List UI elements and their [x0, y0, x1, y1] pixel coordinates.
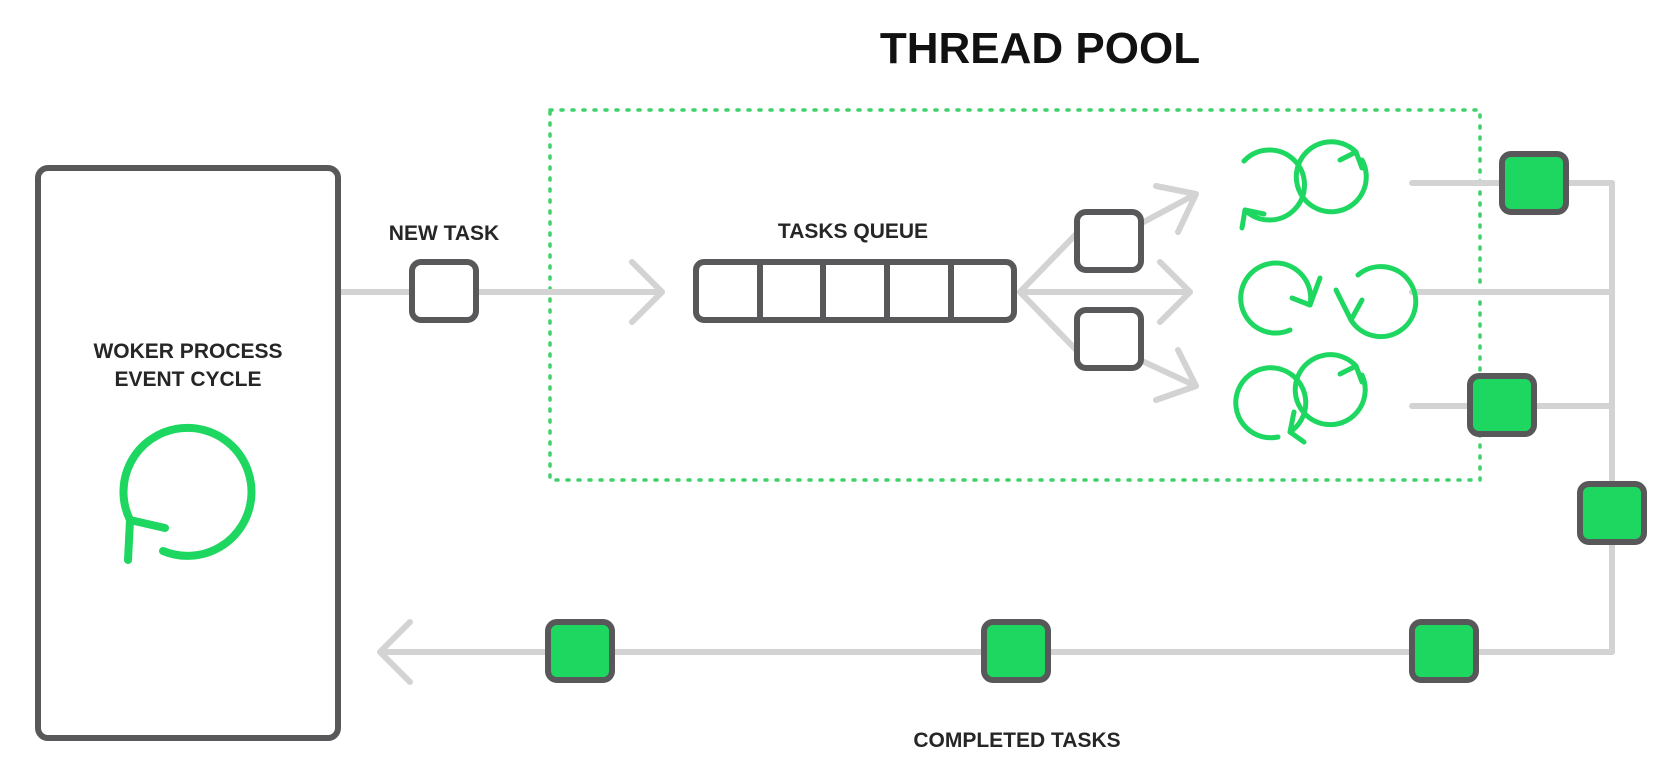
- worker-process-box: [35, 165, 341, 741]
- thread-refresh-icon: [1333, 264, 1419, 340]
- dispatched-task-box-lower: [1074, 307, 1144, 371]
- new-task-label: NEW TASK: [389, 222, 499, 245]
- fan-arrow-upper: [1137, 191, 1199, 227]
- arrowhead-middle: [1157, 259, 1193, 325]
- thread-refresh-icon: [1233, 365, 1309, 445]
- connectors: [335, 180, 1615, 685]
- fan-arrow-lower: [1137, 357, 1199, 389]
- arrowhead-return: [377, 619, 413, 685]
- completed-task-box: [1409, 619, 1479, 683]
- thread-icons: [1233, 139, 1419, 445]
- arrowhead-upper: [1153, 183, 1199, 235]
- thread-refresh-icon: [1292, 352, 1368, 428]
- thread-refresh-icon: [1293, 139, 1369, 215]
- dispatched-task-box-upper: [1074, 209, 1144, 273]
- thread-refresh-icon: [1238, 260, 1323, 336]
- completed-task-box: [1499, 151, 1569, 215]
- tasks-queue-frame: [693, 259, 1017, 323]
- completed-task-boxes: [545, 151, 1647, 683]
- event-cycle-refresh-icon: [119, 423, 256, 564]
- completed-tasks-label: COMPLETED TASKS: [913, 729, 1120, 752]
- tasks-queue-label: TASKS QUEUE: [778, 220, 928, 243]
- completed-task-box: [545, 619, 615, 683]
- worker-process-label: WOKER PROCESS: [93, 340, 282, 363]
- thread-pool-boundary: [548, 108, 1482, 482]
- event-cycle-label: EVENT CYCLE: [114, 368, 261, 391]
- thread-refresh-icon: [1239, 147, 1307, 231]
- tasks-queue: [693, 259, 1017, 323]
- arrowhead-queue: [629, 259, 665, 325]
- completed-task-box: [1577, 481, 1647, 545]
- new-task-box: [409, 259, 479, 323]
- diagram-title: THREAD POOL: [880, 24, 1200, 73]
- completed-task-box: [1467, 373, 1537, 437]
- arrowhead-lower: [1153, 347, 1199, 403]
- completed-task-box: [981, 619, 1051, 683]
